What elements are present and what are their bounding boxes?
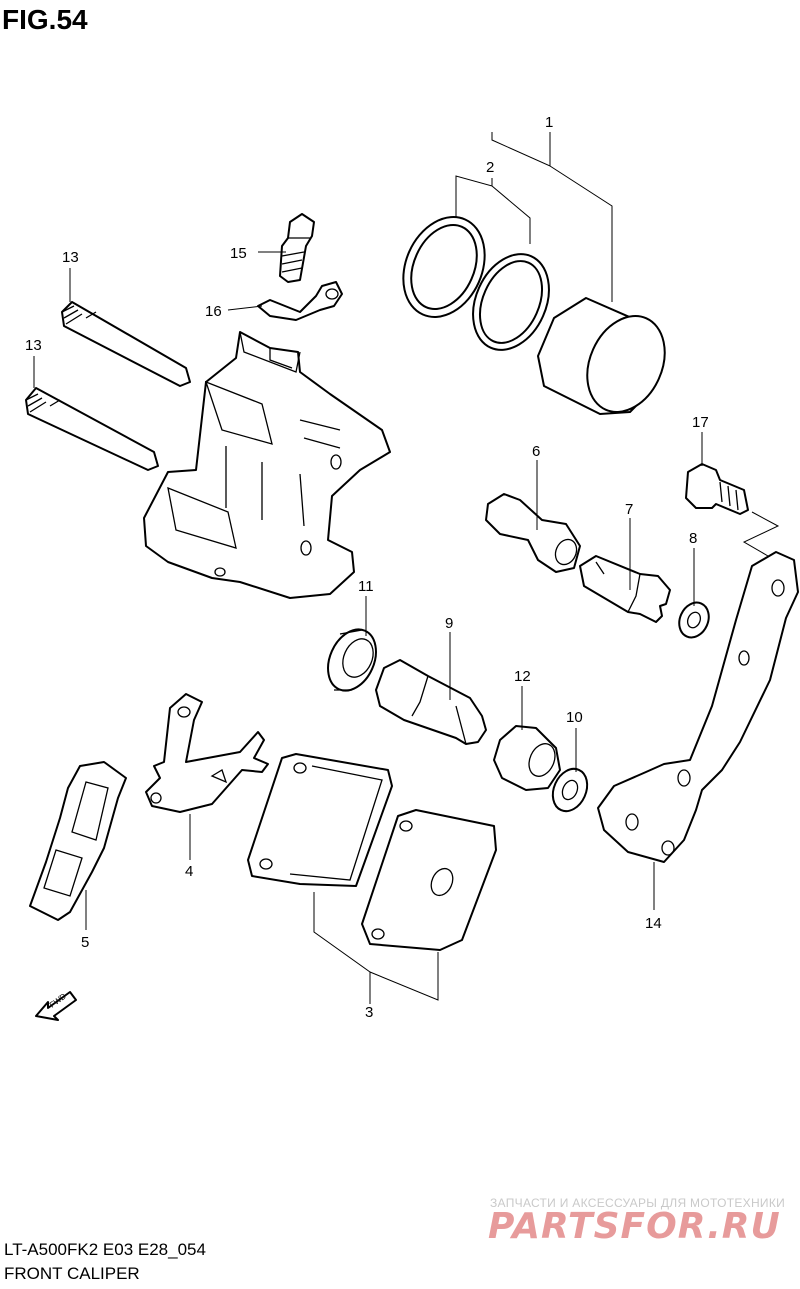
boot-12	[493, 725, 561, 791]
callout-1: 1	[545, 114, 553, 131]
callout-9: 9	[445, 615, 453, 632]
caliper-bushing	[485, 493, 581, 573]
leader-lines	[33, 132, 780, 1004]
callout-17: 17	[692, 414, 709, 431]
sleeve-pin	[375, 659, 487, 745]
caliper-piston	[537, 297, 666, 415]
callout-2: 2	[486, 159, 494, 176]
diagram-name: FRONT CALIPER	[4, 1264, 140, 1283]
figure-title: FIG.54	[2, 4, 88, 35]
bleeder-cap	[257, 281, 343, 321]
callout-13-lower: 13	[25, 337, 42, 354]
callout-11: 11	[358, 578, 374, 595]
callout-3: 3	[365, 1004, 373, 1021]
watermark-tagline: ЗАПЧАСТИ И АКСЕССУАРЫ ДЛЯ МОТОТЕХНИКИ	[490, 1196, 786, 1210]
callout-7: 7	[625, 501, 633, 518]
brake-pad-outer	[247, 753, 393, 887]
slide-pin-lower	[25, 387, 159, 471]
caliper-pin-bolt	[579, 555, 671, 623]
caliper-bracket	[597, 551, 799, 863]
caliper-body	[143, 331, 391, 599]
slide-pin-upper	[61, 301, 191, 387]
pad-spring	[145, 693, 269, 813]
callout-16: 16	[205, 303, 222, 320]
callout-4: 4	[185, 863, 193, 880]
callout-8: 8	[689, 530, 697, 547]
piston-seal-outer	[402, 216, 486, 318]
piston-seal-inner	[472, 253, 550, 351]
callout-5: 5	[81, 934, 89, 951]
callout-12: 12	[514, 668, 531, 685]
callout-10: 10	[566, 709, 583, 726]
brake-pad-inner	[361, 809, 497, 951]
boot-11	[327, 628, 377, 692]
callout-6: 6	[532, 443, 540, 460]
fwd-direction-arrow: FWD	[35, 991, 77, 1021]
model-code: LT-A500FK2 E03 E28_054	[4, 1240, 206, 1259]
watermark-logo: PARTSFOR.RU	[488, 1206, 781, 1247]
bleeder-screw	[279, 213, 315, 283]
washer-8	[678, 601, 710, 639]
callout-15: 15	[230, 245, 247, 262]
callout-14: 14	[645, 915, 662, 932]
washer-10	[551, 767, 589, 813]
bracket-bolt	[685, 463, 749, 515]
callout-labels: 1 2 3 4 5 6 7 8 9 10 11 12 13 13 14 15 1…	[25, 114, 709, 1021]
pad-retainer	[29, 761, 127, 921]
callout-13-upper: 13	[62, 249, 79, 266]
